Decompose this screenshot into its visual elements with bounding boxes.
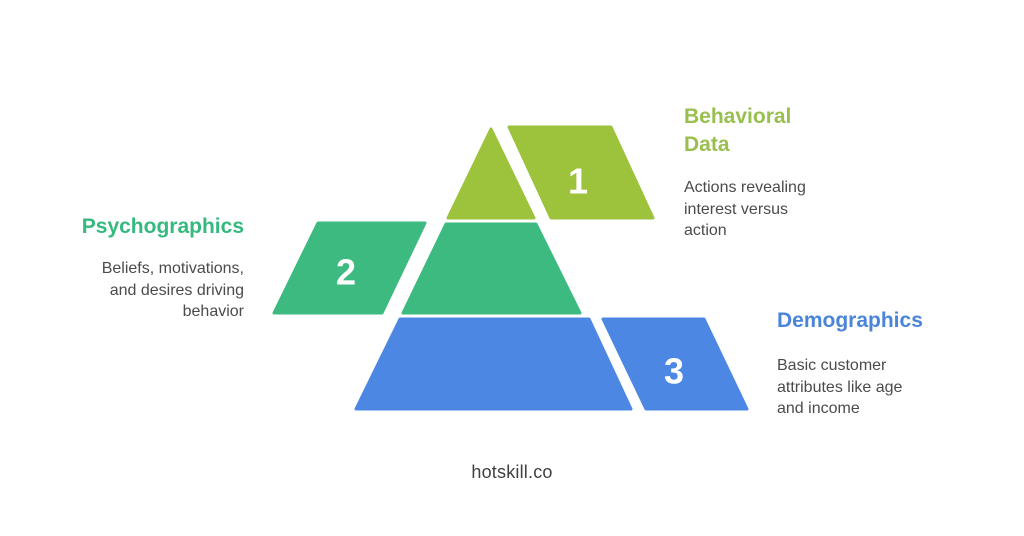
level-1-description: Actions revealing interest versus action [684,179,806,239]
level-3-description: Basic customer attributes like age and i… [777,357,903,417]
level-1-number: 1 [568,161,588,202]
label-level-2-psychographics: Psychographics Beliefs, motivations, and… [49,213,244,323]
level-3-title: Demographics [777,309,923,332]
pyramid-level-3-band [354,317,633,411]
pyramid-level-2-band [401,222,582,315]
label-level-3-demographics: Demographics Basic customer attributes l… [777,307,937,420]
label-level-1-behavioral-data: Behavioral Data Actions revealing intere… [684,103,829,242]
pyramid-level-1-triangle [446,127,536,220]
level-2-number: 2 [336,252,356,293]
pyramid-level-1-slice [507,125,655,220]
level-1-title: Behavioral Data [684,105,792,156]
level-3-number: 3 [664,351,684,392]
level-2-title: Psychographics [81,215,244,238]
level-2-description: Beliefs, motivations, and desires drivin… [101,260,244,320]
pyramid-level-3-slice [601,317,749,411]
pyramid-level-2-slice [272,221,427,315]
watermark: hotskill.co [471,462,553,482]
